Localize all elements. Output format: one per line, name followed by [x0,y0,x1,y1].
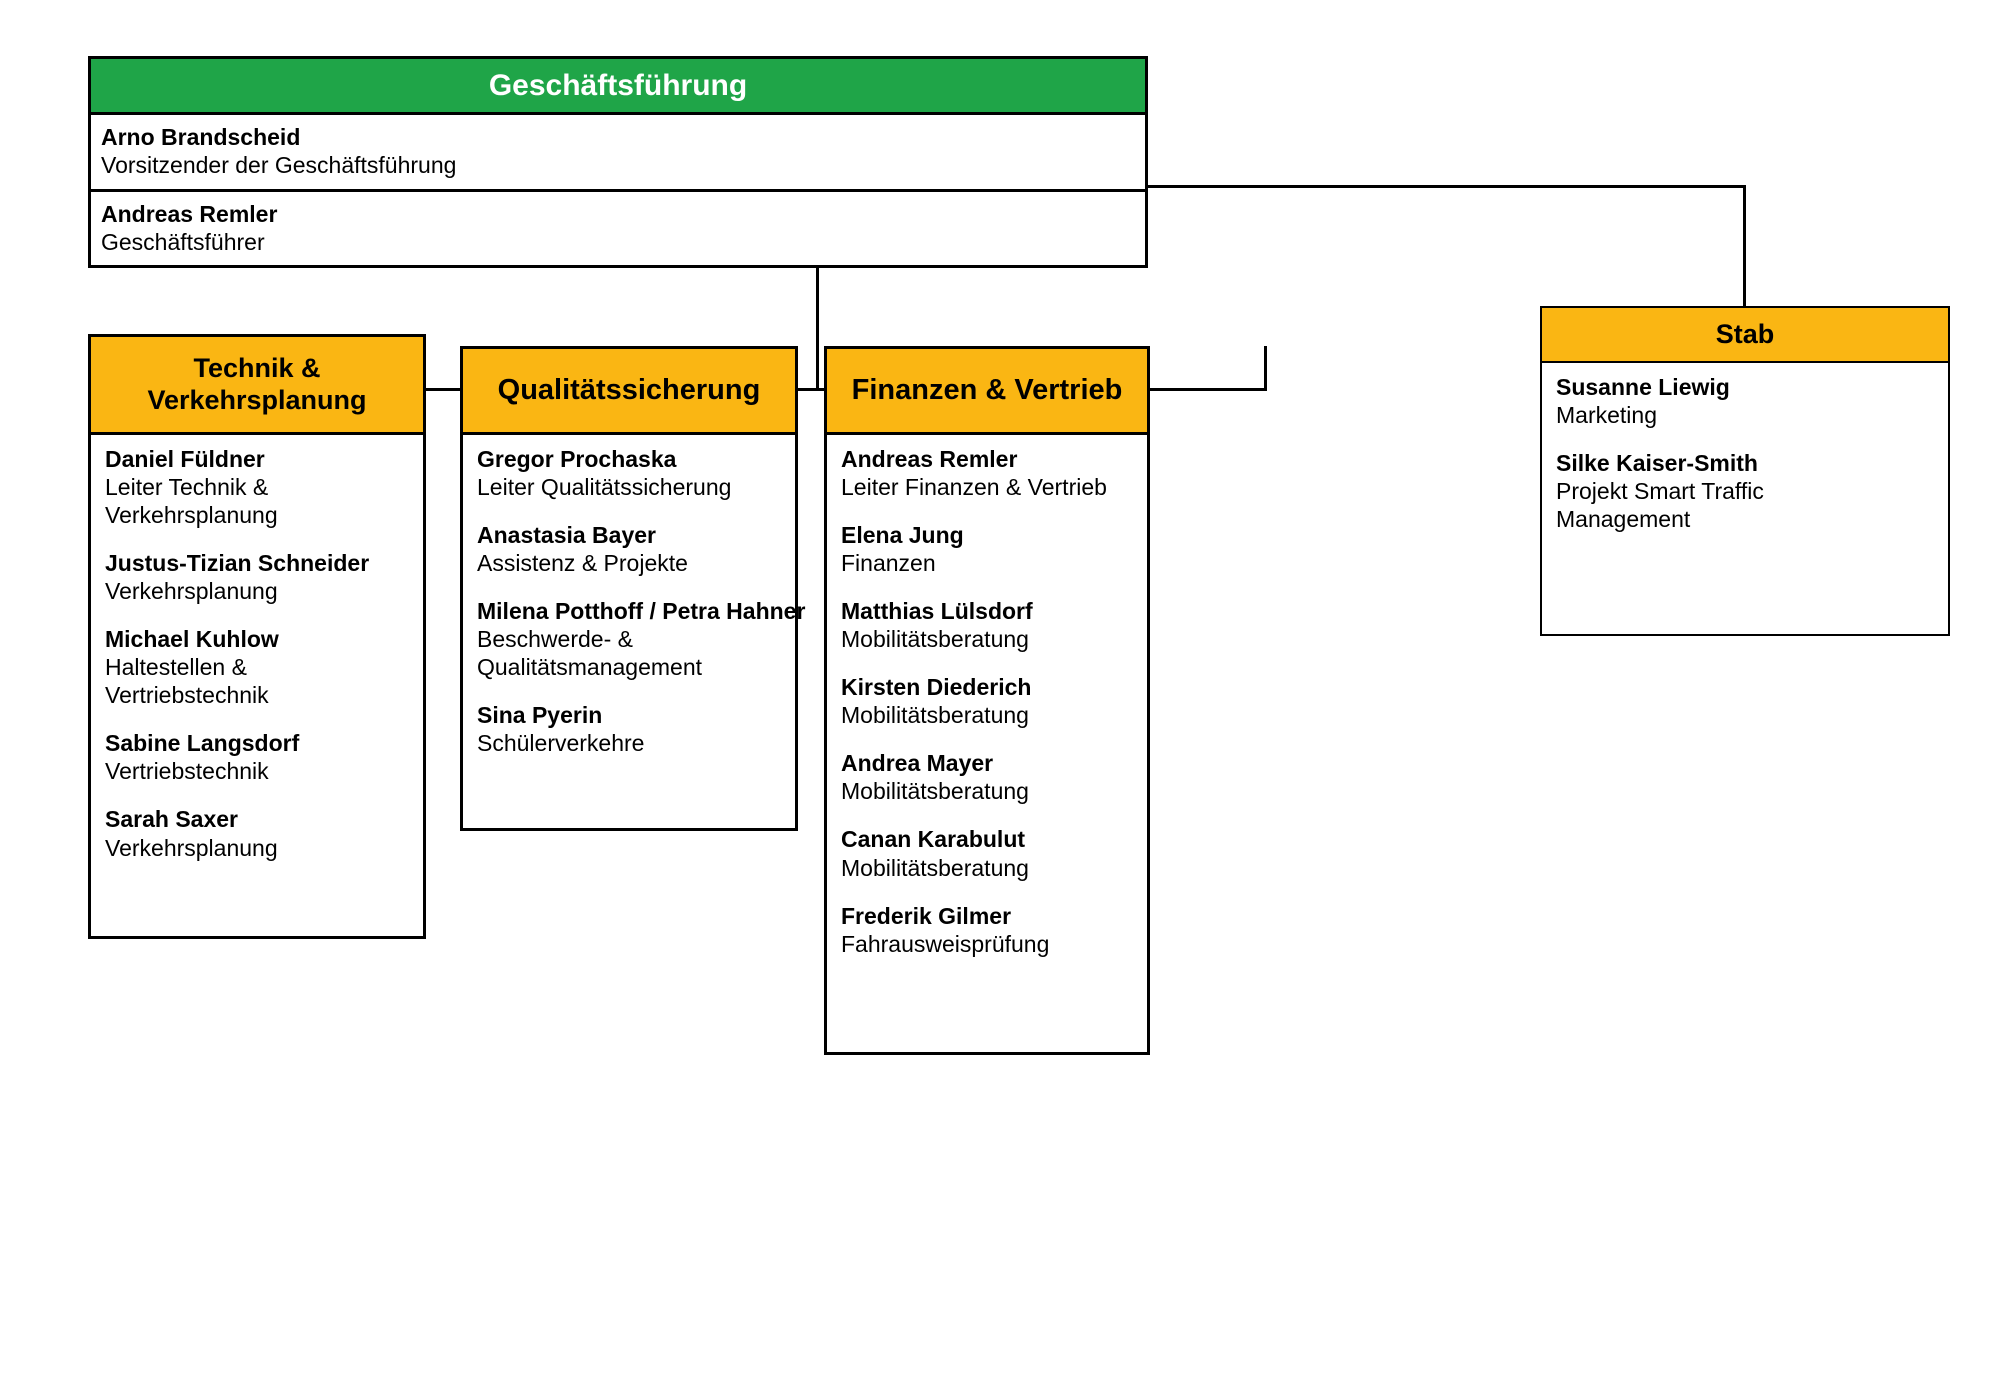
department-member-list: Daniel Füldner Leiter Technik & Verkehrs… [91,435,423,872]
department-box-technik-verkehrsplanung[interactable]: Technik & Verkehrsplanung Daniel Füldner… [88,334,426,939]
list-item[interactable]: Frederik Gilmer Fahrausweisprüfung [841,902,1135,958]
connector-stab-vertical [1743,185,1746,306]
list-item[interactable]: Michael Kuhlow Haltestellen & Vertriebst… [105,625,411,709]
member-name: Sina Pyerin [477,702,603,729]
member-name: Andreas Remler [841,446,1018,472]
member-role: Mobilitätsberatung [841,778,1029,805]
staff-unit-member-list: Susanne Liewig Marketing Silke Kaiser-Sm… [1542,363,1948,543]
list-item[interactable]: Andrea Mayer Mobilitätsberatung [841,749,1135,805]
connector-department-bus [340,388,1267,391]
connector-exec-trunk [816,268,819,388]
executive-title: Geschäftsführung [488,68,748,102]
list-item[interactable]: Daniel Füldner Leiter Technik & Verkehrs… [105,445,411,529]
member-name: Andrea Mayer [841,750,994,777]
list-item[interactable]: Milena Potthoff / Petra Hahner Beschwerd… [477,597,806,681]
member-role: Fahrausweisprüfung [841,930,1050,957]
member-role: Vertriebstechnik [105,758,269,785]
member-name: Kirsten Diederich [841,674,1032,701]
member-name: Silke Kaiser-Smith [1556,450,1758,477]
list-item[interactable]: Canan Karabulut Mobilitätsberatung [841,825,1135,881]
executive-member-role: Vorsitzender der Geschäftsführung [101,151,457,178]
list-item[interactable]: Elena Jung Finanzen [841,521,1135,577]
member-role: Finanzen [841,550,936,577]
list-item[interactable]: Anastasia Bayer Assistenz & Projekte [477,521,783,577]
connector-leg-finanzen [1264,346,1267,388]
member-name: Elena Jung [841,522,964,549]
member-name: Anastasia Bayer [477,522,656,549]
member-role: Mobilitätsberatung [841,854,1029,881]
member-role: Mobilitätsberatung [841,626,1029,653]
member-name: Sarah Saxer [105,806,238,833]
member-name: Justus-Tizian Schneider [105,550,370,577]
connector-exec-to-stab-horizontal [1148,185,1746,188]
member-role: Leiter Qualitätssicherung [477,474,732,501]
member-name: Gregor Prochaska [477,446,677,472]
department-member-list: Gregor Prochaska Leiter Qualitätssicheru… [463,435,806,767]
department-header: Technik & Verkehrsplanung [91,337,423,435]
staff-unit-title: Stab [1715,318,1775,349]
member-role: Leiter Technik & Verkehrsplanung [105,474,278,529]
department-title: Qualitätssicherung [497,374,761,407]
list-item[interactable]: Justus-Tizian Schneider Verkehrsplanung [105,549,411,605]
member-name: Canan Karabulut [841,826,1026,853]
member-name: Daniel Füldner [105,446,265,472]
list-item[interactable]: Susanne Liewig Marketing [1556,373,1936,429]
member-name: Sabine Langsdorf [105,730,300,757]
department-header: Finanzen & Vertrieb [827,349,1147,435]
member-name: Frederik Gilmer [841,902,1012,929]
executive-box[interactable]: Geschäftsführung Arno Brandscheid Vorsit… [88,56,1148,268]
member-name: Michael Kuhlow [105,626,279,653]
list-item[interactable]: Silke Kaiser-Smith Projekt Smart Traffic… [1556,449,1936,533]
department-title-line-1: Technik & [193,352,321,383]
executive-member-role: Geschäftsführer [101,228,265,255]
department-title-line-2: Verkehrsplanung [147,384,367,415]
executive-member-row[interactable]: Andreas Remler Geschäftsführer [91,192,1145,265]
department-box-finanzen-vertrieb[interactable]: Finanzen & Vertrieb Andreas Remler Leite… [824,346,1150,1055]
member-role: Marketing [1556,402,1657,429]
member-role: Leiter Finanzen & Vertrieb [841,474,1107,501]
staff-unit-header: Stab [1542,308,1948,363]
list-item[interactable]: Sina Pyerin Schülerverkehre [477,701,783,757]
executive-header: Geschäftsführung [91,59,1145,115]
executive-member-name: Arno Brandscheid [101,124,301,150]
member-role: Projekt Smart Traffic Management [1556,478,1764,533]
list-item[interactable]: Sabine Langsdorf Vertriebstechnik [105,729,411,785]
member-role: Assistenz & Projekte [477,550,688,577]
connector-leg-qualitaetssicherung [816,346,819,388]
department-member-list: Andreas Remler Leiter Finanzen & Vertrie… [827,435,1147,968]
member-role: Verkehrsplanung [105,578,278,605]
member-role: Beschwerde- & Qualitätsmanagement [477,626,703,681]
list-item[interactable]: Sarah Saxer Verkehrsplanung [105,805,411,861]
executive-member-row[interactable]: Arno Brandscheid Vorsitzender der Geschä… [91,115,1145,192]
staff-unit-box-stab[interactable]: Stab Susanne Liewig Marketing Silke Kais… [1540,306,1950,636]
member-name: Susanne Liewig [1556,374,1730,400]
member-name: Matthias Lülsdorf [841,598,1033,625]
member-role: Verkehrsplanung [105,834,278,861]
list-item[interactable]: Kirsten Diederich Mobilitätsberatung [841,673,1135,729]
member-role: Schülerverkehre [477,730,645,757]
member-name: Milena Potthoff / Petra Hahner [477,598,806,625]
department-title: Finanzen & Vertrieb [851,374,1123,407]
member-role: Haltestellen & Vertriebstechnik [105,654,269,709]
list-item[interactable]: Andreas Remler Leiter Finanzen & Vertrie… [841,445,1135,501]
department-box-qualitaetssicherung[interactable]: Qualitätssicherung Gregor Prochaska Leit… [460,346,806,831]
list-item[interactable]: Gregor Prochaska Leiter Qualitätssicheru… [477,445,783,501]
department-header: Qualitätssicherung [463,349,795,435]
list-item[interactable]: Matthias Lülsdorf Mobilitätsberatung [841,597,1135,653]
executive-member-name: Andreas Remler [101,201,278,227]
member-role: Mobilitätsberatung [841,702,1029,729]
